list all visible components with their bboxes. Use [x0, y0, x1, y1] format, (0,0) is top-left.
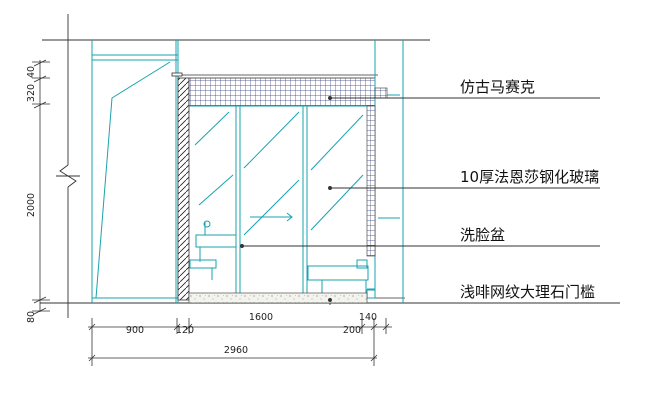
marble-threshold [188, 292, 368, 304]
wall-section-hatch [177, 77, 190, 301]
right-mosaic-corner [374, 87, 388, 99]
annotation-leaders [240, 96, 600, 305]
dim-80: 80 [26, 311, 37, 323]
dim-900: 900 [126, 325, 144, 336]
glass-panels [189, 105, 367, 298]
basin [189, 220, 237, 280]
label-basin: 洗脸盆 [460, 226, 505, 244]
door-handle [250, 212, 293, 222]
label-threshold: 浅啡网纹大理石门槛 [460, 283, 595, 301]
vertical-dimension-chain [32, 59, 50, 315]
label-mosaic: 仿古马赛克 [460, 78, 535, 96]
dim-140: 140 [359, 312, 377, 323]
right-mosaic-strip [366, 105, 376, 257]
toilet [307, 259, 376, 299]
dim-2000: 2000 [26, 193, 37, 217]
dim-2960: 2960 [224, 345, 248, 356]
dim-40: 40 [26, 66, 37, 78]
left-wall-break-line [56, 14, 80, 318]
horizontal-dimension-chain [88, 318, 392, 366]
dim-1600: 1600 [249, 312, 273, 323]
label-glass: 10厚法恩莎钢化玻璃 [460, 168, 599, 186]
dim-120: 120 [176, 325, 194, 336]
mosaic-trim [171, 72, 183, 77]
left-partition [91, 40, 179, 303]
right-wall [374, 40, 404, 303]
dim-320: 320 [26, 84, 37, 102]
mosaic-band [188, 77, 376, 107]
dim-200: 200 [343, 325, 361, 336]
